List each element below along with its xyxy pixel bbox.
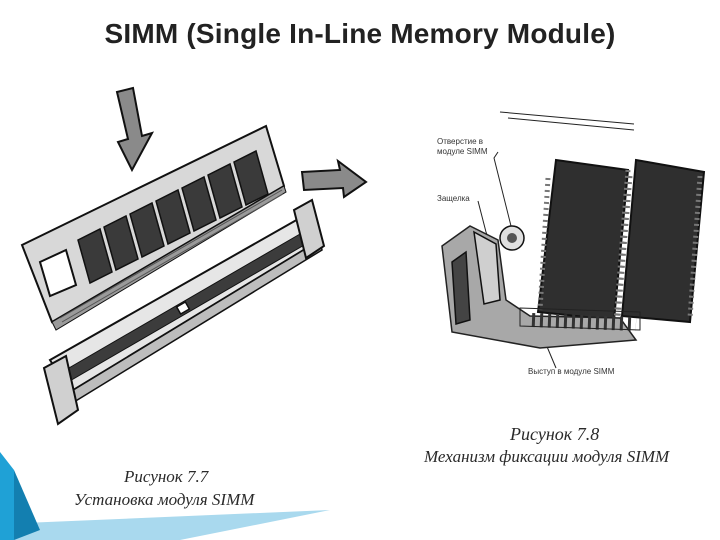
slide: SIMM (Single In-Line Memory Module) xyxy=(0,0,720,540)
corner-accent xyxy=(0,0,720,540)
